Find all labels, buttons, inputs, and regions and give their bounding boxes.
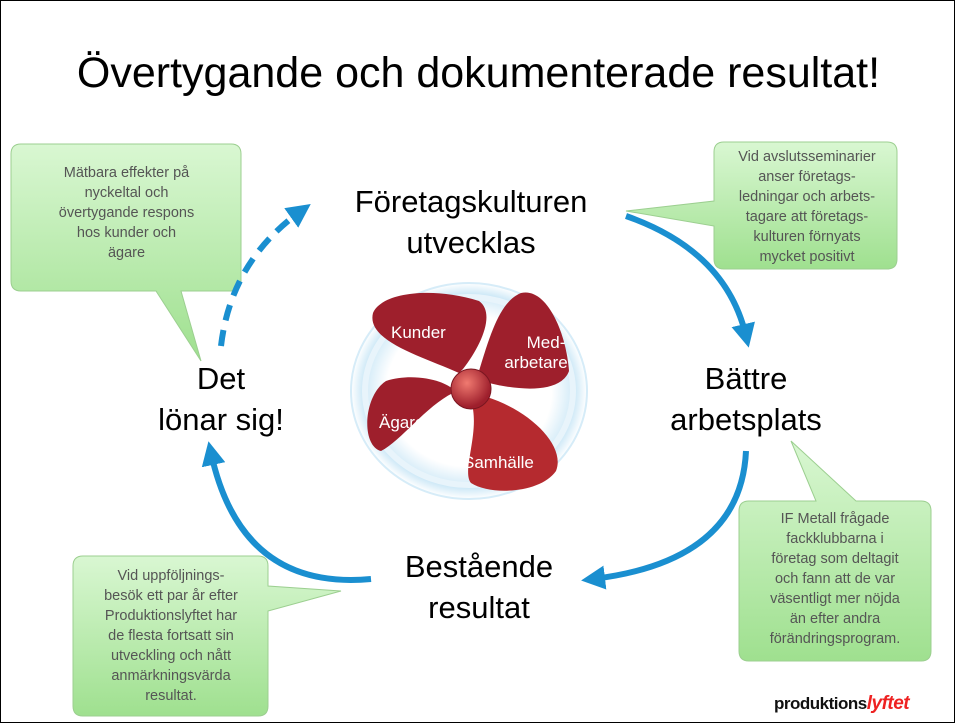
callout-line: anser företags- (758, 169, 856, 185)
node-left-line1: Det (196, 361, 246, 396)
blade-label-samhalle: Samhälle (463, 453, 534, 472)
blade-samhalle (468, 397, 558, 491)
callout-top-right: Vid avslutsseminarier anser företags- le… (717, 147, 897, 267)
slide-title: Övertygande och dokumenterade resultat! (76, 49, 881, 97)
callout-line: anmärkningsvärda (111, 668, 231, 684)
blade-label-arbetare: arbetare (504, 353, 568, 372)
callout-bottom-right-shape (738, 440, 932, 662)
callout-line: besök ett par år efter (104, 588, 238, 604)
callout-line: utveckling och nått (110, 648, 232, 664)
produktionslyftet-logo: produktionslyftet (774, 693, 910, 715)
callout-bottom-left-shape (72, 555, 342, 717)
callout-line: förändringsprogram. (769, 631, 901, 647)
callout-line: de flesta fortsatt sin (108, 628, 234, 644)
blade-label-med: Med- (526, 333, 566, 352)
node-bottom: Bestående resultat (369, 546, 589, 628)
callout-top-left-shape (10, 143, 242, 362)
propeller-graphic (350, 282, 588, 500)
callout-line: Produktionslyftet har (104, 608, 238, 624)
arrow-dashed-up (218, 204, 311, 347)
callout-line: mycket positivt (759, 249, 855, 265)
blade-kunder (372, 292, 487, 373)
callout-line: och fann att de var (774, 571, 896, 587)
callout-line: nyckeltal och (84, 185, 169, 201)
arrow-bottom-to-left (201, 441, 372, 583)
blade-label-kunder: Kunder (391, 323, 446, 342)
node-right-line2: arbetsplats (670, 402, 822, 437)
blade-agare (367, 377, 453, 451)
callout-line: än efter andra (789, 611, 881, 627)
callout-bottom-right: IF Metall frågade fackklubbarna i företa… (741, 509, 929, 649)
node-left-line2: lönar sig! (158, 402, 284, 437)
node-right: Bättre arbetsplats (641, 358, 851, 440)
callout-line: företag som deltagit (771, 551, 899, 567)
callout-line: ledningar och arbets- (738, 189, 876, 205)
callout-line: väsentligt mer nöjda (770, 591, 900, 607)
callout-line: IF Metall frågade (780, 511, 890, 527)
blade-medarbetare (479, 292, 569, 389)
callout-line: resultat. (145, 688, 197, 704)
blade-label-medarbetare: Med- arbetare (504, 333, 586, 373)
node-top-line1: Företagskulturen (354, 184, 588, 219)
callout-line: Vid avslutsseminarier (738, 149, 876, 165)
arrow-right-to-bottom (581, 450, 749, 590)
callout-top-left: Mätbara effekter på nyckeltal och överty… (19, 163, 234, 263)
blade-label-agare: Ägare (379, 413, 425, 432)
callout-line: Vid uppföljnings- (117, 568, 225, 584)
logo-part1: produktions (774, 694, 867, 713)
node-top: Företagskulturen utvecklas (321, 181, 621, 263)
logo-part2: lyftet (866, 693, 910, 714)
node-bottom-line2: resultat (428, 590, 530, 625)
callout-line: fackklubbarna i (786, 531, 884, 547)
callout-line: hos kunder och (76, 225, 177, 241)
node-top-line2: utvecklas (406, 225, 536, 260)
propeller-hub (450, 368, 492, 410)
callout-line: Mätbara effekter på (63, 165, 190, 181)
node-right-line1: Bättre (704, 361, 788, 396)
callout-line: övertygande respons (58, 205, 195, 221)
node-left: Det lönar sig! (121, 358, 321, 440)
callout-top-right-shape (625, 141, 898, 270)
node-bottom-line1: Bestående (404, 549, 554, 584)
callout-bottom-left: Vid uppföljnings- besök ett par år efter… (75, 566, 267, 706)
arrow-top-to-right (625, 213, 755, 348)
callout-line: ägare (107, 245, 146, 261)
callout-line: tagare att företags- (745, 209, 869, 225)
callout-line: kulturen förnyats (753, 229, 861, 245)
